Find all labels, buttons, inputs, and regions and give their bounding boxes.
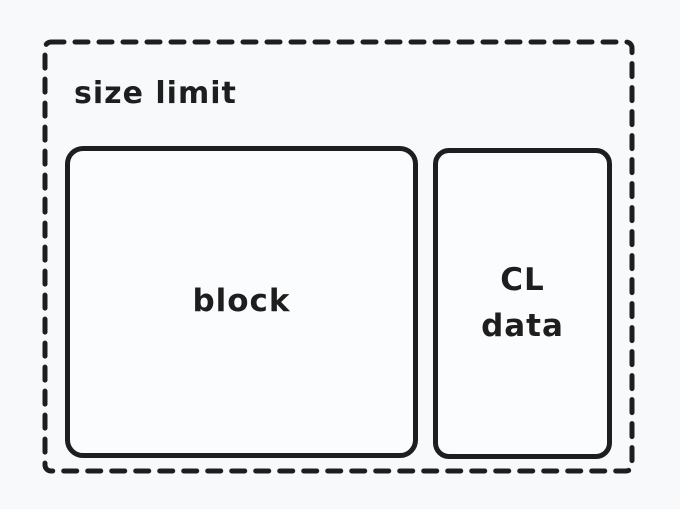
size-limit-dashed-border [42,39,635,474]
block-label: block [192,283,291,320]
size-limit-label: size limit [74,76,237,111]
cl-data-box: CL data [433,148,612,459]
block-box: block [65,146,418,458]
cl-data-label-line2: data [481,307,564,344]
cl-data-label-line1: CL [500,261,545,298]
